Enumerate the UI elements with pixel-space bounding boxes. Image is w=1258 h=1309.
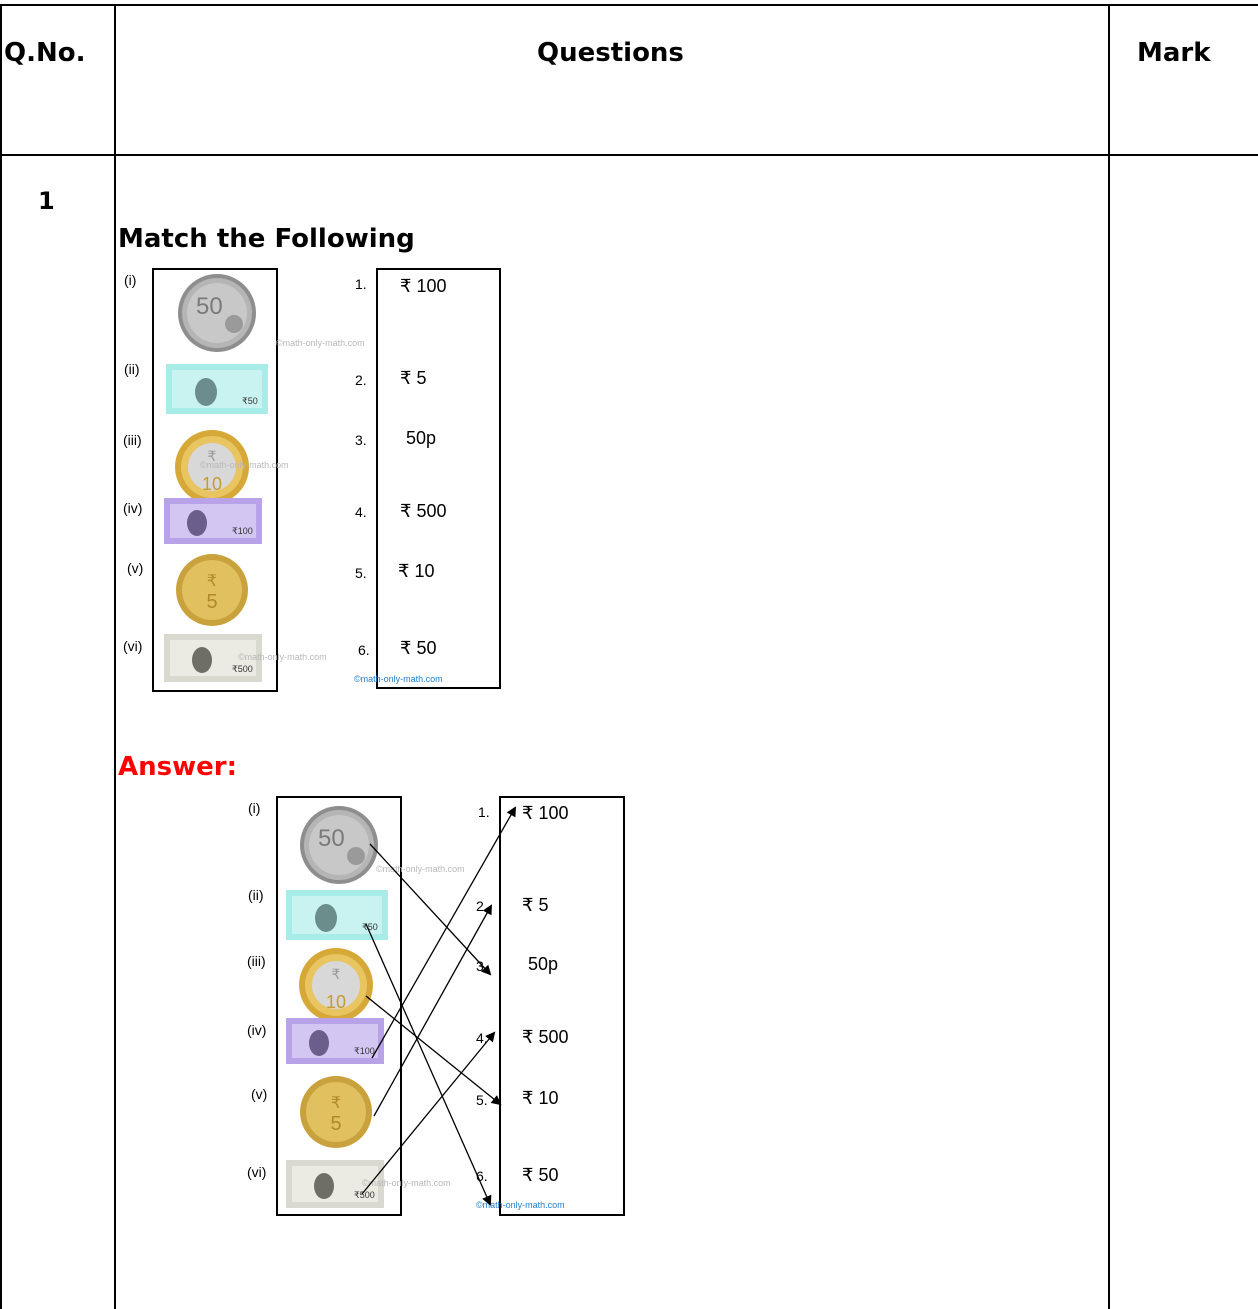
fifty-paise-coin-image: 50	[300, 806, 378, 884]
answer-right-values-box	[499, 796, 625, 1216]
right-item-value: ₹ 100	[400, 276, 447, 296]
svg-text:₹: ₹	[332, 966, 341, 982]
svg-text:10: 10	[326, 992, 346, 1012]
five-hundred-rupee-note-image: ₹500	[164, 634, 262, 682]
match-arrow	[365, 923, 492, 1206]
question-figure: (i) (ii) (iii) (iv) (v) (vi) 50 ©math-on…	[112, 260, 512, 700]
answer-right-item-value: ₹ 100	[522, 803, 569, 823]
svg-text:₹500: ₹500	[354, 1190, 375, 1200]
watermark-text: ©math-only-math.com	[476, 1200, 565, 1210]
right-item-number: 3.	[355, 432, 367, 448]
answer-left-item-label: (iii)	[247, 953, 266, 969]
right-item-value: ₹ 10	[398, 561, 435, 581]
right-item-number: 1.	[355, 276, 367, 292]
watermark-text: ©math-only-math.com	[276, 338, 365, 348]
answer-right-item-number: 5.	[476, 1092, 488, 1108]
five-rupee-coin-image: ₹ 5	[300, 1076, 372, 1148]
hundred-rupee-note-image: ₹100	[164, 498, 262, 544]
match-arrow	[361, 1031, 496, 1195]
left-items-box	[152, 268, 278, 692]
ten-rupee-coin-image: ₹ 10	[175, 430, 249, 504]
right-item-number: 5.	[355, 565, 367, 581]
five-hundred-rupee-note-image: ₹500	[286, 1160, 384, 1208]
match-arrow	[365, 995, 502, 1106]
right-item-number: 2.	[355, 372, 367, 388]
answer-left-item-label: (v)	[251, 1086, 268, 1102]
left-item-label: (ii)	[124, 361, 140, 377]
header-questions: Questions	[537, 38, 684, 68]
watermark-text: ©math-only-math.com	[354, 674, 443, 684]
left-item-label: (v)	[127, 560, 144, 576]
header-mark: Mark	[1137, 38, 1211, 68]
svg-text:₹50: ₹50	[242, 396, 258, 406]
question-number: 1	[38, 187, 55, 215]
svg-text:50: 50	[318, 825, 345, 852]
watermark-text: ©math-only-math.com	[200, 460, 289, 470]
match-arrow	[369, 843, 492, 976]
answer-right-item-value: ₹ 50	[522, 1165, 559, 1185]
right-item-number: 6.	[358, 642, 370, 658]
right-item-value: ₹ 50	[400, 638, 437, 658]
right-item-value: 50p	[406, 428, 437, 448]
match-arrow	[373, 904, 492, 1117]
answer-right-item-value: ₹ 5	[522, 895, 549, 915]
match-arrow	[371, 806, 516, 1059]
right-item-value: ₹ 5	[400, 368, 427, 388]
left-item-label: (i)	[124, 272, 137, 288]
question-title: Match the Following	[118, 224, 415, 254]
answer-right-item-number: 6.	[476, 1168, 488, 1184]
right-item-number: 4.	[355, 504, 367, 520]
answer-left-item-label: (iv)	[247, 1022, 267, 1038]
left-item-label: (iii)	[123, 432, 142, 448]
svg-text:50: 50	[196, 293, 223, 320]
svg-text:₹50: ₹50	[362, 922, 378, 932]
header-qno: Q.No.	[4, 38, 86, 68]
answer-right-item-value: 50p	[528, 954, 559, 974]
svg-text:₹: ₹	[208, 448, 217, 464]
svg-text:5: 5	[206, 591, 217, 613]
svg-text:10: 10	[202, 474, 222, 494]
fifty-rupee-note-image: ₹50	[286, 890, 388, 940]
answer-left-item-label: (ii)	[248, 887, 264, 903]
right-item-value: ₹ 500	[400, 501, 447, 521]
answer-left-item-label: (i)	[248, 800, 261, 816]
watermark-text: ©math-only-math.com	[238, 652, 327, 662]
five-rupee-coin-image: ₹ 5	[176, 554, 248, 626]
watermark-text: ©math-only-math.com	[362, 1178, 451, 1188]
answer-arrows	[361, 806, 516, 1206]
watermark-text: ©math-only-math.com	[376, 864, 465, 874]
left-item-label: (vi)	[123, 638, 143, 654]
answer-right-item-number: 4.	[476, 1030, 488, 1046]
fifty-rupee-note-image: ₹50	[166, 364, 268, 414]
svg-text:₹500: ₹500	[232, 664, 253, 674]
svg-text:5: 5	[330, 1113, 341, 1135]
svg-text:₹100: ₹100	[232, 526, 253, 536]
answer-right-item-value: ₹ 10	[522, 1088, 559, 1108]
svg-text:₹: ₹	[207, 573, 217, 590]
left-item-label: (iv)	[123, 500, 143, 516]
hundred-rupee-note-image: ₹100	[286, 1018, 384, 1064]
ten-rupee-coin-image: ₹ 10	[299, 948, 373, 1022]
answer-figure: (i) (ii) (iii) (iv) (v) (vi) 50 ©math-on…	[236, 786, 636, 1226]
svg-text:₹: ₹	[331, 1095, 341, 1112]
answer-label: Answer:	[118, 752, 237, 782]
answer-right-item-number: 1.	[478, 804, 490, 820]
answer-left-item-label: (vi)	[247, 1164, 267, 1180]
answer-right-item-value: ₹ 500	[522, 1027, 569, 1047]
right-values-box	[376, 268, 501, 689]
fifty-paise-coin-image: 50	[178, 274, 256, 352]
answer-right-item-number: 2.	[476, 898, 488, 914]
svg-text:₹100: ₹100	[354, 1046, 375, 1056]
